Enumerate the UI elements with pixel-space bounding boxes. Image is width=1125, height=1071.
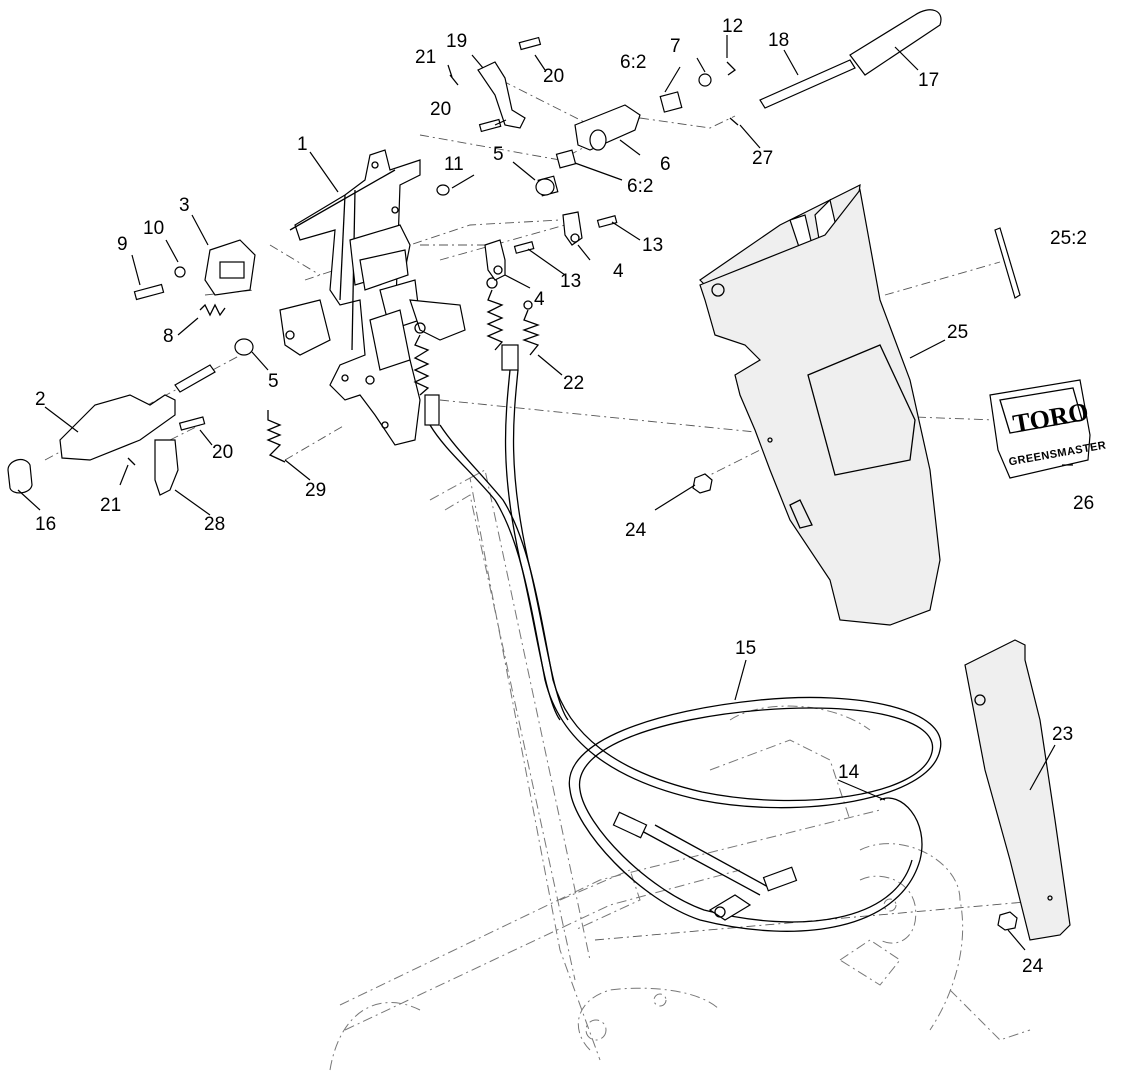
- callout-18: 18: [768, 30, 789, 51]
- callout-5b: 5: [268, 371, 279, 392]
- phantom-frame: [329, 469, 1031, 1071]
- callout-5a: 5: [493, 144, 504, 165]
- cables: [424, 344, 942, 932]
- left-linkage: [7, 178, 555, 496]
- callout-15: 15: [735, 638, 756, 659]
- callout-10: 10: [143, 218, 164, 239]
- callout-4a: 4: [613, 261, 624, 282]
- callout-20b: 20: [430, 99, 451, 120]
- callout-17: 17: [918, 70, 939, 91]
- callout-21b: 21: [100, 495, 121, 516]
- callout-19: 19: [446, 31, 467, 52]
- callout-20a: 20: [543, 66, 564, 87]
- callout-23: 23: [1052, 724, 1073, 745]
- callout-8: 8: [163, 326, 174, 347]
- callout-numbers: 1 2 3 4 4 5 5 6 6:2 6:2 7 8 9 10 11 12 1…: [35, 16, 1094, 977]
- callout-1: 1: [297, 134, 308, 155]
- callout-21a: 21: [415, 47, 436, 68]
- top-linkage: [449, 9, 942, 197]
- callout-6-2a: 6:2: [620, 52, 646, 73]
- callout-28: 28: [204, 514, 225, 535]
- shroud-panel-25: [699, 183, 941, 626]
- callout-2: 2: [35, 389, 46, 410]
- callout-4b: 4: [534, 289, 545, 310]
- callout-22: 22: [563, 373, 584, 394]
- callout-25-2: 25:2: [1050, 228, 1087, 249]
- callout-20c: 20: [212, 442, 233, 463]
- nuts: [692, 473, 1018, 931]
- callout-13a: 13: [642, 235, 663, 256]
- callout-26: 26: [1073, 493, 1094, 514]
- callout-27: 27: [752, 148, 773, 169]
- toro-decal: TORO GREENSMASTER: [989, 379, 1107, 479]
- callout-13b: 13: [560, 271, 581, 292]
- callout-16: 16: [35, 514, 56, 535]
- side-panel-23: [964, 639, 1071, 941]
- control-bracket: [279, 149, 466, 446]
- springs: [199, 277, 540, 463]
- decal-strip-25-2: [994, 227, 1021, 299]
- callout-3: 3: [179, 195, 190, 216]
- callout-14: 14: [838, 762, 860, 783]
- small-parts: [436, 184, 618, 281]
- callout-leaders: [17, 35, 1073, 951]
- callout-6: 6: [660, 154, 671, 175]
- callout-12: 12: [722, 16, 743, 37]
- callout-29: 29: [305, 480, 326, 501]
- callout-25: 25: [947, 322, 968, 343]
- callout-11: 11: [444, 154, 464, 175]
- callout-6-2b: 6:2: [627, 176, 653, 197]
- callout-7: 7: [670, 36, 681, 57]
- callout-24a: 24: [625, 520, 647, 541]
- callout-24b: 24: [1022, 956, 1044, 977]
- callout-9: 9: [117, 234, 128, 255]
